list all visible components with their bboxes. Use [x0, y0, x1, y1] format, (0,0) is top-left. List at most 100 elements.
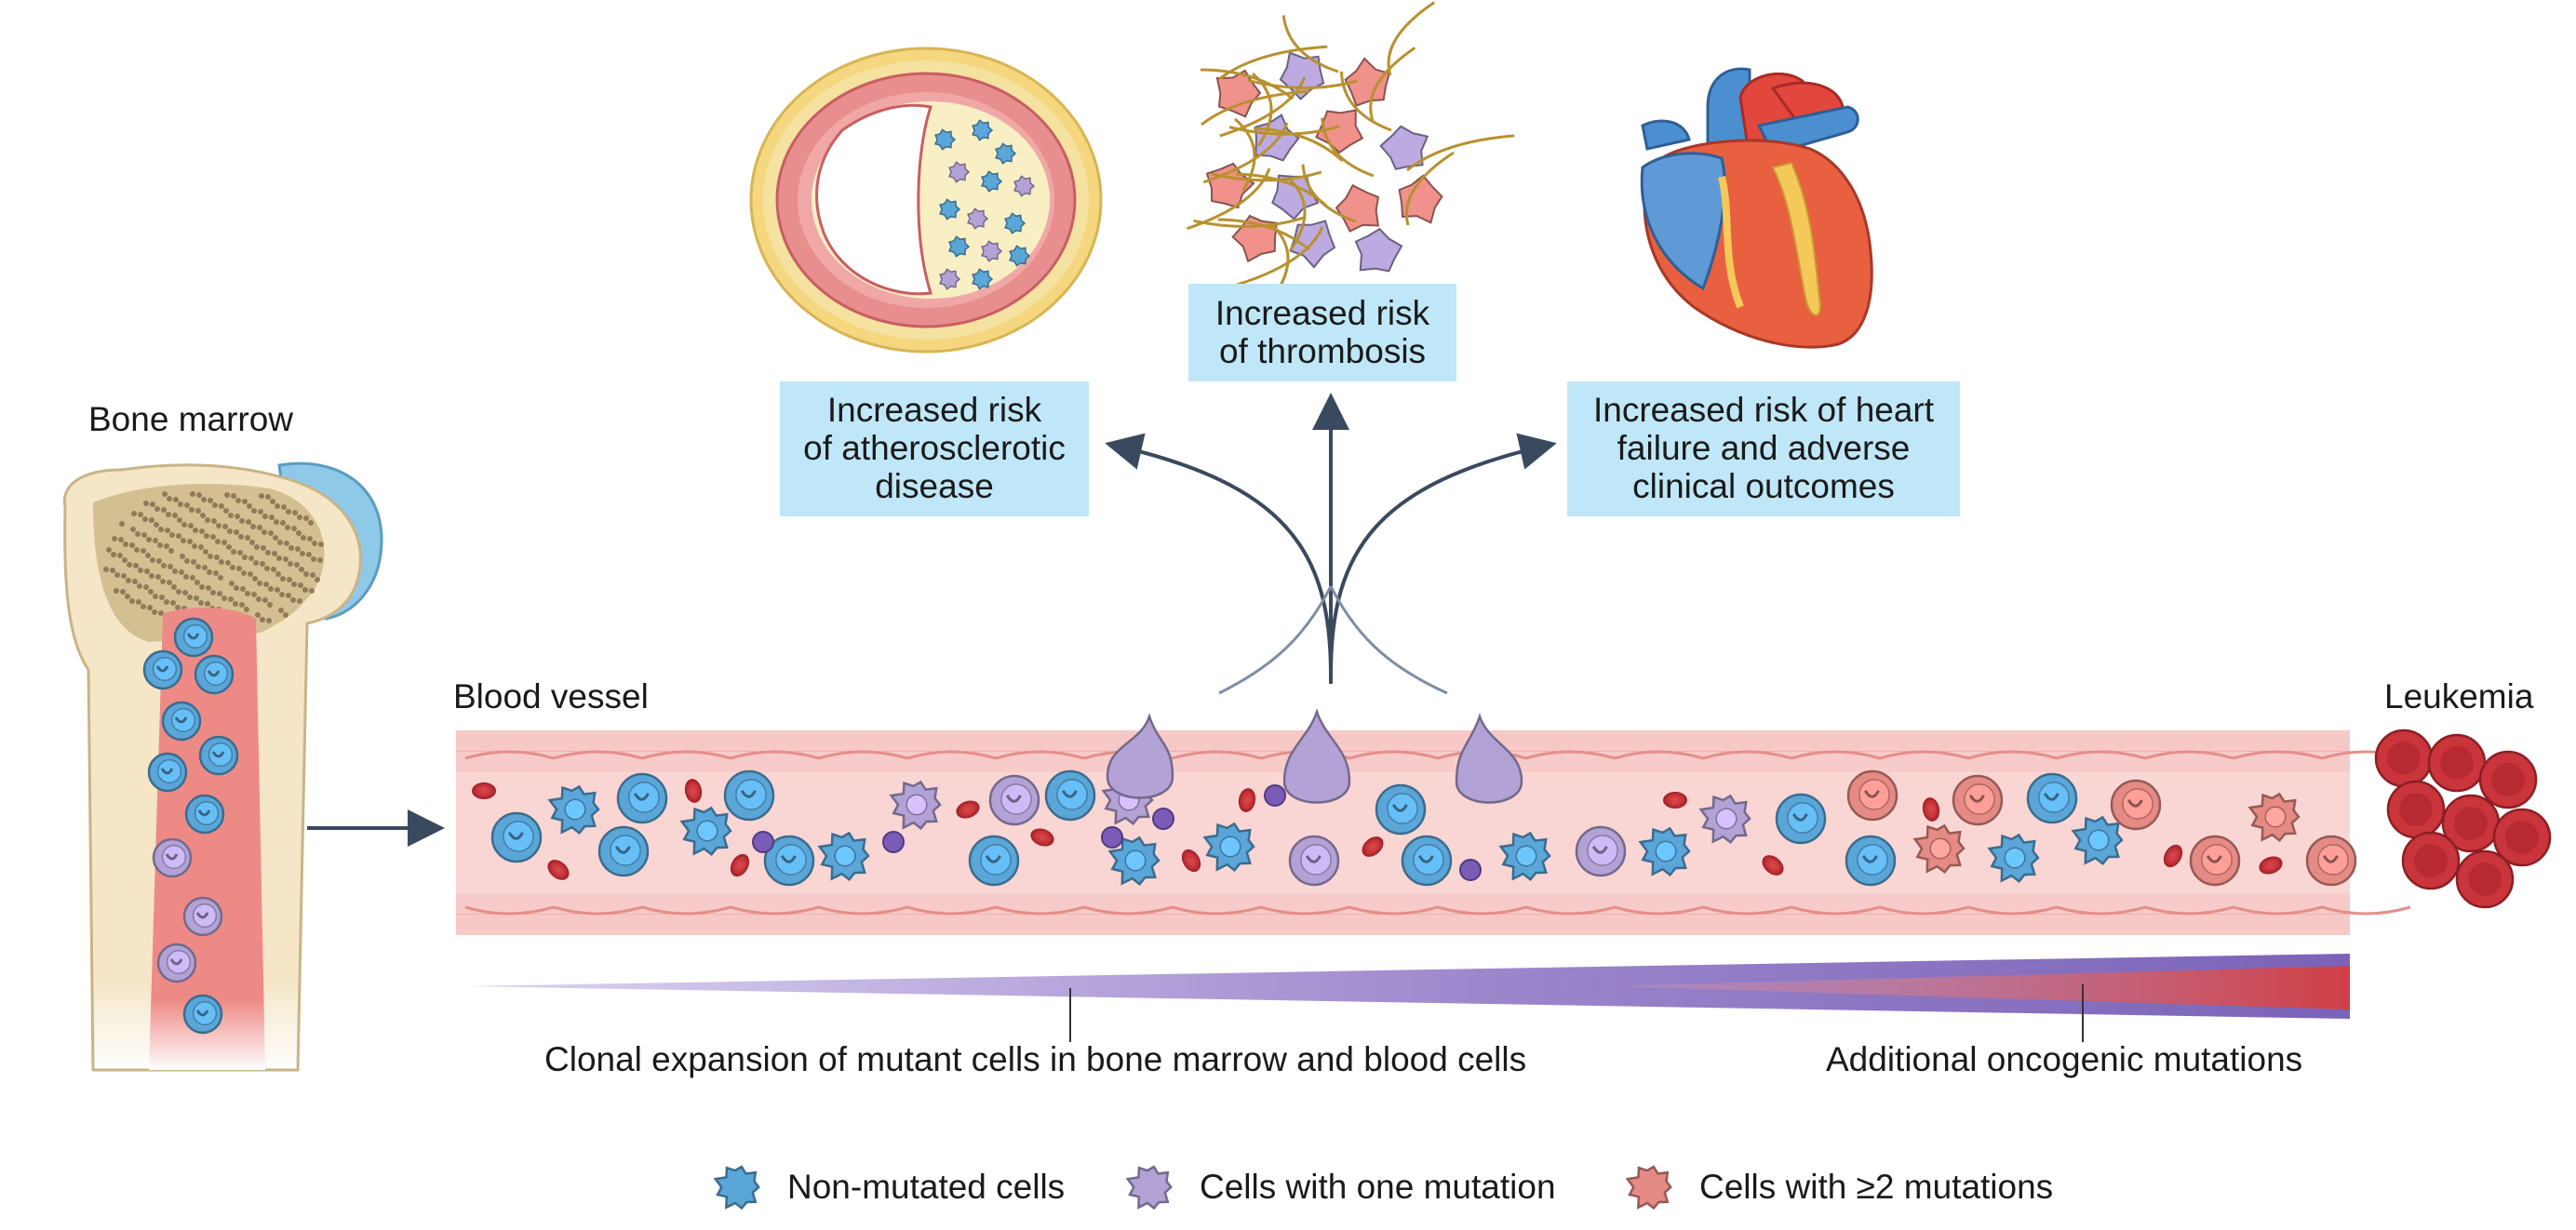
small-purple-cell [1264, 784, 1286, 807]
thrombosis-risk-box: Increased risk of thrombosis [1188, 284, 1456, 381]
leukemia-label: Leukemia [2384, 677, 2534, 715]
red-blood-cell [956, 800, 980, 819]
blood-cell [1912, 823, 1966, 875]
artery-cross-section [749, 47, 1103, 354]
leukemia-cell [2374, 729, 2434, 788]
blood-cell [1575, 825, 1627, 877]
fibrin-strand [1321, 117, 1375, 178]
clonal-expansion-label: Clonal expansion of mutant cells in bone… [544, 1040, 1527, 1078]
marrow-cell [173, 617, 214, 658]
leukemia-cell [2492, 808, 2552, 867]
leukemia-cell [2478, 750, 2538, 809]
additional-mutations-label: Additional oncogenic mutations [1826, 1040, 2303, 1078]
legend-item-non-mutated: Non-mutated cells [709, 1161, 1065, 1213]
blood-cell [763, 835, 815, 887]
plaque-cell [1009, 245, 1031, 267]
blood-cell [723, 769, 775, 822]
box-line: Increased risk of heart [1592, 391, 1935, 430]
blood-cell [2247, 792, 2301, 843]
box-line: disease [875, 466, 994, 505]
heart-failure-risk-box: Increased risk of heart failure and adve… [1567, 381, 1960, 516]
platelet [1335, 183, 1380, 233]
red-blood-cell [472, 782, 496, 799]
plaque-cell [1013, 175, 1036, 197]
box-line: of atherosclerotic [803, 429, 1066, 468]
leukemia-cell [2386, 780, 2446, 839]
atherosclerotic-risk-box: Increased risk of atherosclerotic diseas… [780, 381, 1089, 516]
fibrin-strand [1387, 1, 1436, 76]
red-blood-cell [684, 779, 703, 803]
blood-cell [490, 811, 543, 863]
transmigrating-cell [1455, 713, 1523, 804]
blood-cell [2110, 779, 2162, 831]
red-blood-cell [1922, 797, 1940, 822]
blood-cell [1202, 822, 1255, 873]
platelet [1398, 174, 1443, 224]
one-mutation-cell-icon [1125, 1165, 1173, 1210]
blood-cell [1846, 769, 1898, 822]
blood-cell [889, 780, 942, 831]
red-blood-cell [1238, 788, 1256, 812]
blood-cell [1987, 833, 2040, 884]
fibrin-strand [1369, 47, 1416, 122]
box-line: failure and adverse [1617, 429, 1911, 468]
non-mutated-cell-icon [713, 1165, 760, 1210]
blood-vessel-label: Blood vessel [453, 677, 649, 715]
leukemia-cell [2455, 849, 2515, 909]
blood-cell [679, 806, 732, 857]
marrow-cell [184, 794, 225, 835]
blood-cell [616, 772, 668, 824]
red-blood-cell [2163, 844, 2183, 868]
fibrin-strand [1340, 71, 1392, 132]
transmigrating-cell [1282, 708, 1351, 804]
legend-label: Cells with ≥2 mutations [1699, 1168, 2054, 1206]
transmigrating-cell [1106, 713, 1174, 799]
legend-item-one-mutation: Cells with one mutation [1121, 1161, 1556, 1213]
blood-cell [2026, 772, 2078, 824]
plaque-cell [995, 142, 1017, 165]
leukemia-cell [2441, 794, 2501, 853]
blood-cell [1952, 774, 2004, 826]
plaque-cell [939, 198, 961, 221]
marrow-cell [161, 701, 202, 742]
plaque-cell [1004, 212, 1026, 234]
red-blood-cell [730, 853, 750, 877]
outcome-arrows [1105, 393, 1557, 695]
legend-label: Cells with one mutation [1200, 1168, 1556, 1206]
legend-item-two-mutations: Cells with ≥2 mutations [1621, 1161, 2053, 1213]
fibrin-strand [1211, 170, 1322, 182]
blood-cell [1845, 835, 1897, 887]
blood-cell [968, 835, 1020, 887]
fibrin-strand [1286, 176, 1307, 251]
plaque-cell [939, 268, 961, 290]
blood-cell [988, 774, 1040, 826]
legend-label: Non-mutated cells [787, 1168, 1066, 1206]
plaque-cell [948, 161, 971, 183]
red-blood-cell [1663, 792, 1687, 809]
plaque-cell [972, 119, 994, 141]
marrow-cell [198, 735, 239, 776]
platelet [1354, 227, 1403, 273]
blood-cell [1288, 835, 1340, 887]
fibrin-strand [1234, 117, 1256, 192]
leukemia-cells [2374, 729, 2552, 909]
marrow-cell [182, 896, 223, 937]
plaque-cell [967, 207, 989, 230]
two-mutations-cell-icon [1625, 1165, 1672, 1210]
red-blood-cell [1030, 828, 1054, 847]
platelet [1344, 57, 1390, 107]
fibrin-strand [1247, 78, 1358, 89]
blood-cell [1498, 831, 1551, 882]
fibrin-strand [1252, 72, 1273, 147]
blood-cell [1638, 826, 1691, 877]
blood-cell [547, 784, 600, 836]
fibrin-strand [1217, 218, 1310, 251]
heart-illustration [1640, 67, 1873, 349]
marrow-cell [194, 654, 235, 695]
fibrin-strand [1218, 45, 1328, 81]
red-blood-cell [2259, 856, 2283, 875]
plaque-cell [981, 170, 1003, 193]
red-blood-cell [547, 860, 570, 880]
box-line: Increased risk [826, 391, 1042, 430]
